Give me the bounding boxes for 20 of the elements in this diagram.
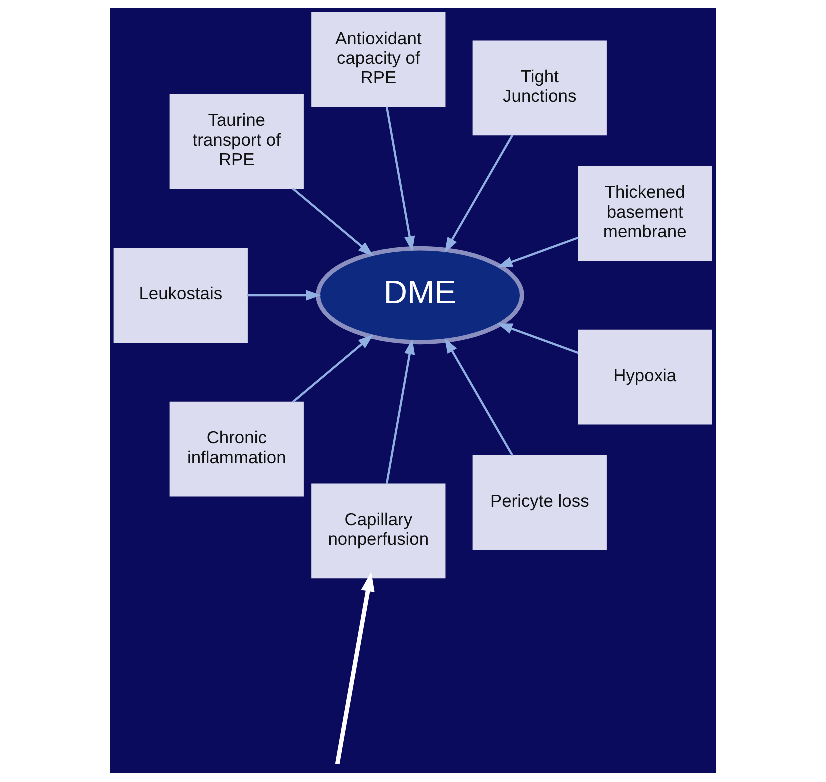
node-box: Capillary nonperfusion <box>312 484 446 579</box>
arrow <box>444 134 514 253</box>
arrow <box>292 334 374 404</box>
node-box: Tight Junctions <box>472 40 607 136</box>
node-box: Thickened basement membrane <box>578 166 712 262</box>
arrow <box>497 324 579 354</box>
node-box: Pericyte loss <box>472 455 607 550</box>
arrow <box>444 338 514 456</box>
node-ellipse: DME <box>316 246 524 345</box>
arrow <box>248 290 322 301</box>
arrow <box>386 106 416 252</box>
arrow <box>292 188 374 256</box>
node-box: Chronic inflammation <box>170 402 304 497</box>
node-box: Antioxidant capacity of RPE <box>312 12 446 108</box>
arrow <box>386 339 416 484</box>
node-box: Taurine transport of RPE <box>170 94 304 190</box>
arrow <box>497 236 579 268</box>
arrow <box>335 572 375 765</box>
node-box: Leukostais <box>114 248 248 343</box>
node-box: Hypoxia <box>578 330 712 425</box>
